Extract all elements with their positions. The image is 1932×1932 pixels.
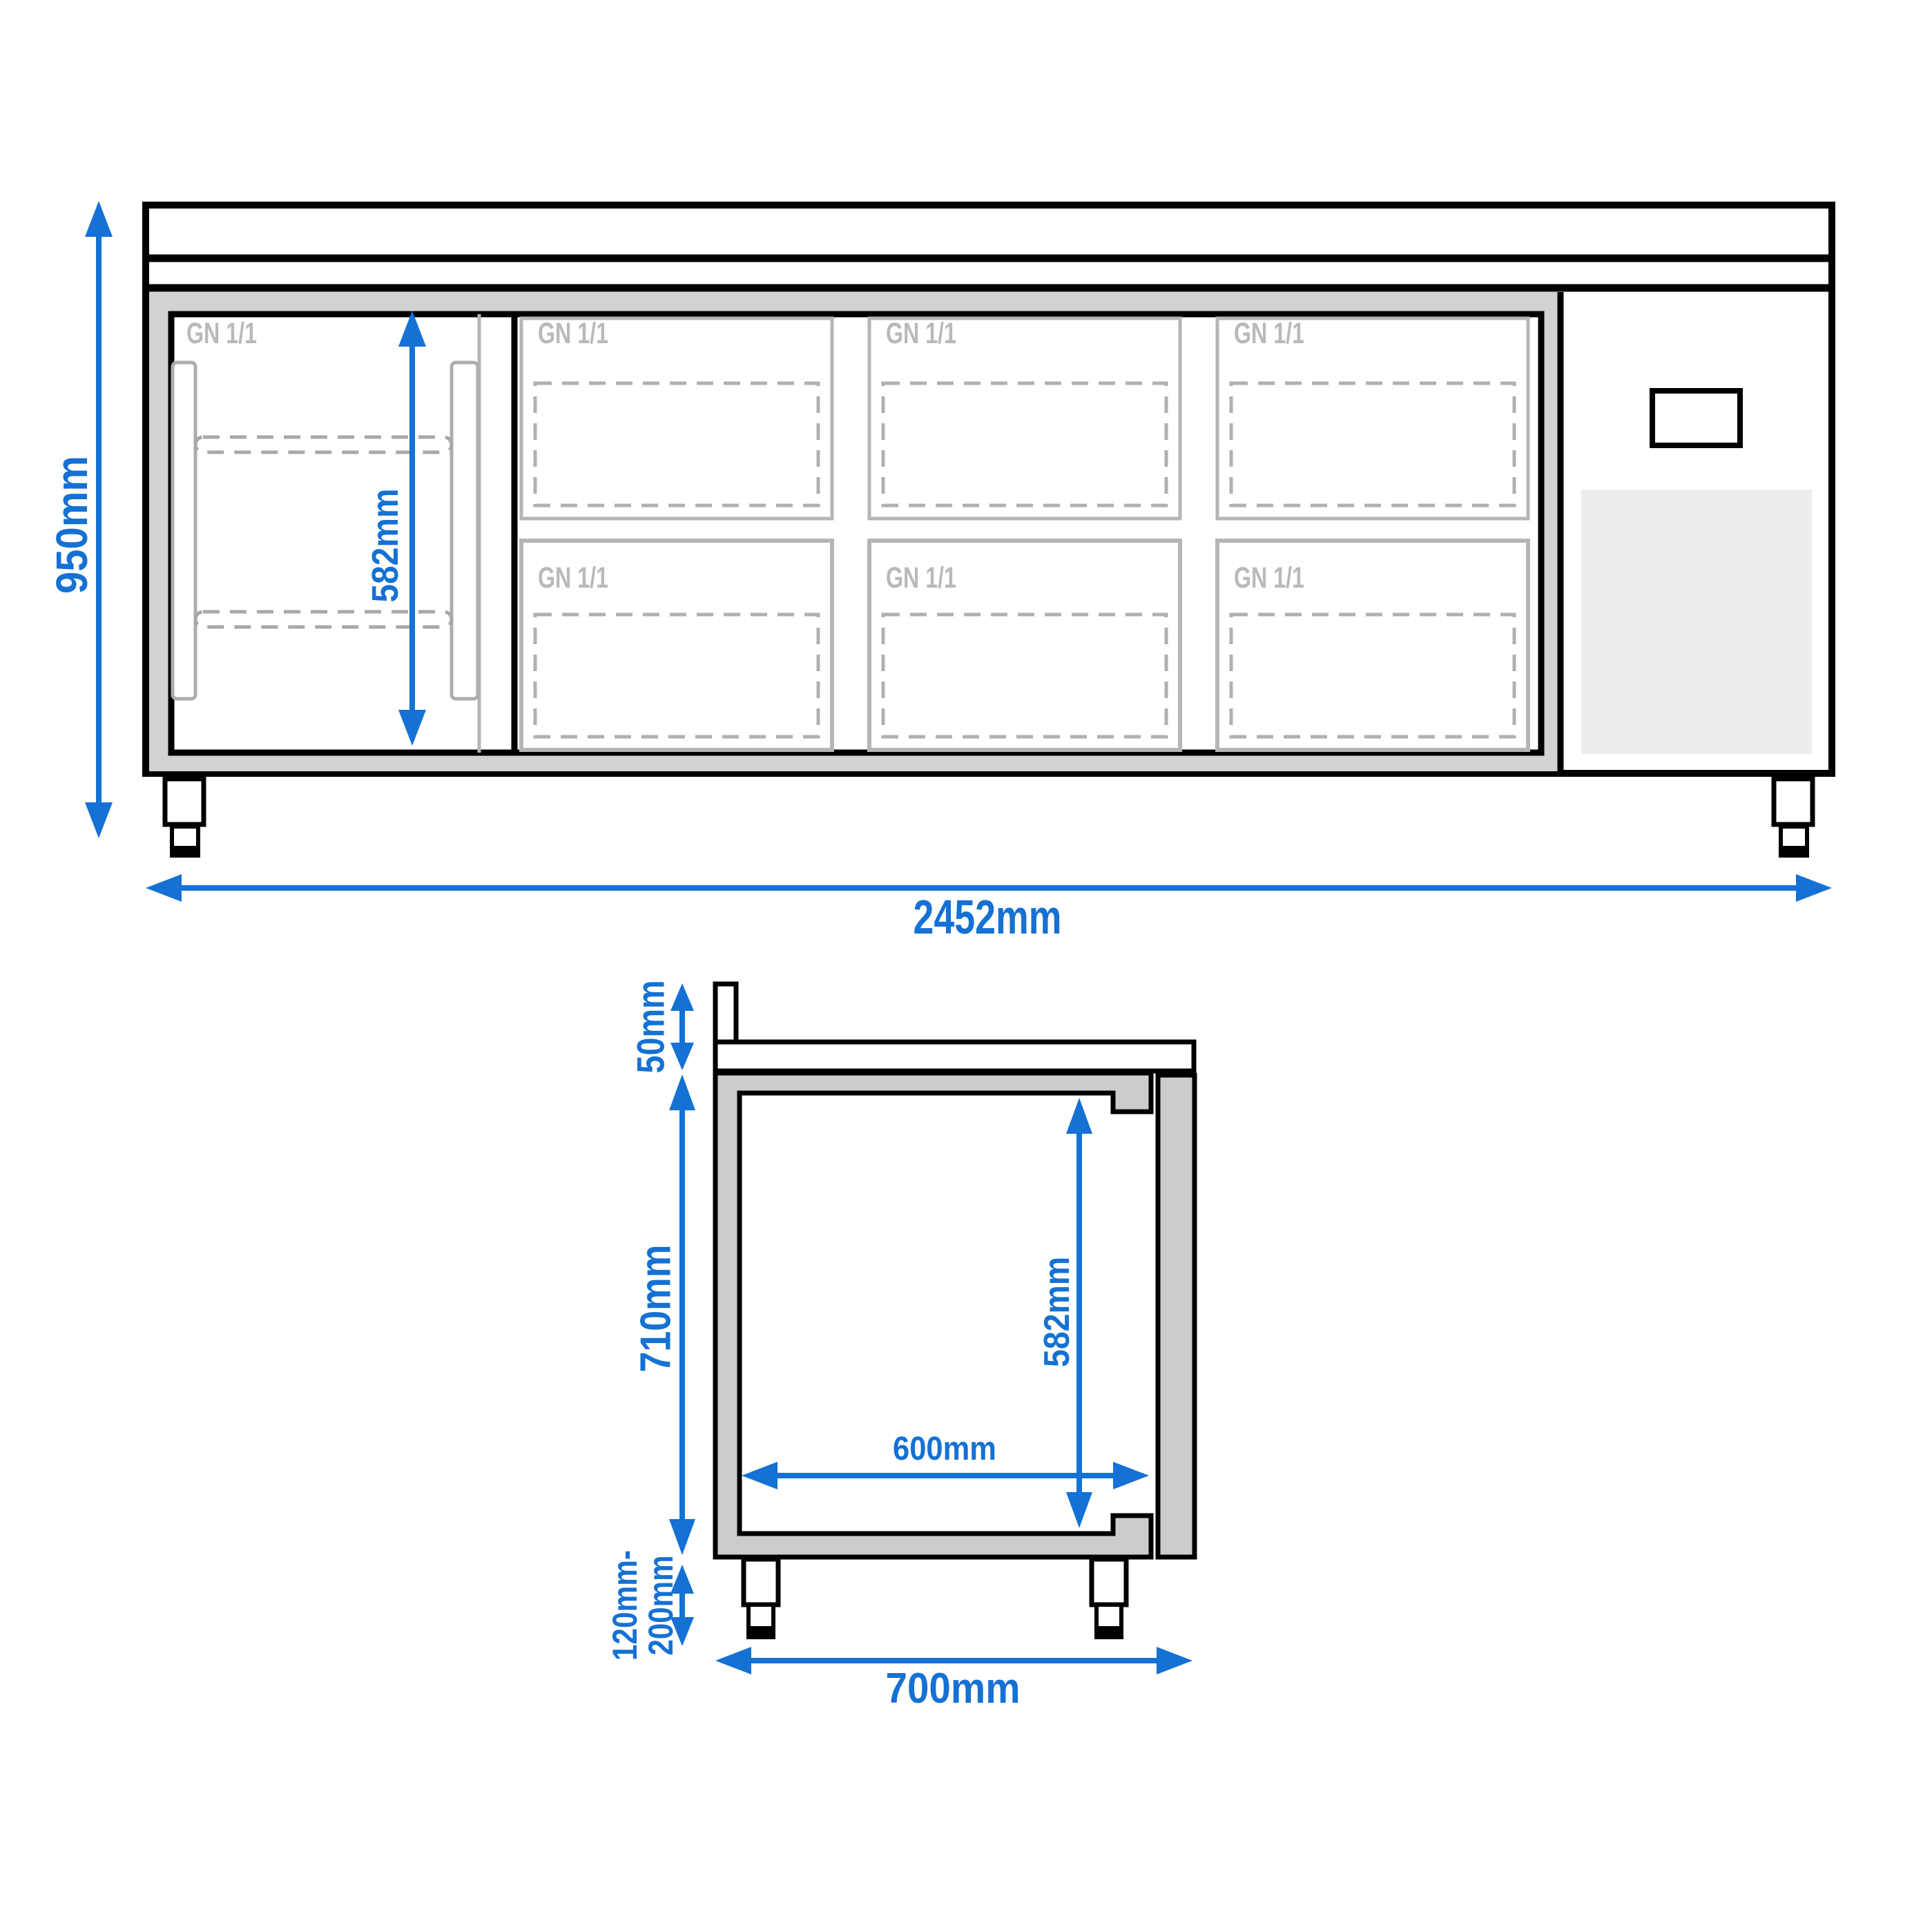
drawer-column-3: GN 1/1 GN 1/1 xyxy=(1215,316,1530,752)
dimension-label-line1: 120mm- xyxy=(606,1550,644,1661)
side-foot-left xyxy=(741,1556,781,1639)
dimension-label: 582mm xyxy=(365,489,406,603)
arrowhead-left-icon xyxy=(146,874,182,902)
foot-cap xyxy=(170,848,200,858)
dimension-label: 710mm xyxy=(632,1245,680,1373)
side-body-section xyxy=(713,1070,1154,1560)
arrowhead-left-icon xyxy=(715,1647,751,1674)
side-upstand xyxy=(713,981,739,1045)
arrowhead-right-icon xyxy=(1796,874,1832,902)
drawer-front-bottom xyxy=(867,539,1182,752)
foot-lower xyxy=(746,1603,775,1630)
arrowhead-up-icon xyxy=(398,311,426,347)
drawer-column-2: GN 1/1 GN 1/1 xyxy=(867,316,1182,752)
drawer-column-1: GN 1/1 GN 1/1 xyxy=(519,316,834,752)
gn-pan-dashed-top xyxy=(881,381,1168,508)
gn-label-top-3: GN 1/1 xyxy=(1234,317,1304,350)
ventilation-grille xyxy=(1581,490,1812,754)
arrowhead-down-icon xyxy=(398,710,426,746)
arrowhead-down-icon xyxy=(670,1043,694,1070)
machine-compartment xyxy=(1581,388,1812,754)
foot-upper xyxy=(1089,1556,1129,1607)
shelf-dashed-lower xyxy=(193,610,454,629)
dimension-label: 700mm xyxy=(886,1665,1021,1712)
arrowhead-up-icon xyxy=(1066,1098,1092,1134)
drawer-front-bottom xyxy=(1215,539,1530,752)
arrowhead-right-icon xyxy=(1157,1647,1192,1674)
dimension-side-inner-depth: 600mm xyxy=(742,1431,1149,1489)
foot-cap xyxy=(1779,848,1809,858)
gn-label-door: GN 1/1 xyxy=(186,317,257,350)
foot-upper xyxy=(741,1556,781,1607)
foot-lower xyxy=(170,824,200,850)
foot-upper xyxy=(162,776,206,827)
control-switch-box xyxy=(1650,388,1743,448)
arrowhead-down-icon xyxy=(85,802,113,838)
arrowhead-up-icon xyxy=(669,1074,695,1110)
gn-pan-dashed-top xyxy=(533,381,820,508)
dimension-label: 950mm xyxy=(47,456,97,594)
gn-label-bottom-2: GN 1/1 xyxy=(886,561,956,595)
drawer-front-top xyxy=(1215,316,1530,521)
arrowhead-up-icon xyxy=(670,1565,694,1594)
drawer-front-top xyxy=(519,316,834,521)
front-view: GN 1/1 GN 1/1 GN 1/1 GN 1/1 GN 1/1 GN xyxy=(47,201,1835,944)
front-foot-left xyxy=(162,776,206,858)
gn-pan-dashed-bottom xyxy=(881,612,1168,739)
arrowhead-up-icon xyxy=(670,983,694,1011)
door-hinge-profile-left xyxy=(171,360,197,701)
arrowhead-down-icon xyxy=(1066,1492,1092,1528)
dimension-side-depth: 700mm xyxy=(715,1647,1192,1712)
foot-lower xyxy=(1779,824,1809,850)
front-foot-right xyxy=(1771,776,1815,858)
gn-pan-dashed-top xyxy=(1229,381,1516,508)
side-view: 50mm 710mm 120mm- 200mm 600mm xyxy=(606,981,1197,1712)
arrowhead-left-icon xyxy=(742,1462,777,1489)
dimension-side-foot-height: 120mm- 200mm xyxy=(606,1550,694,1661)
door-compartment: GN 1/1 xyxy=(171,314,518,753)
foot-lower xyxy=(1094,1603,1123,1630)
gn-label-bottom-1: GN 1/1 xyxy=(538,561,608,595)
dimension-front-width: 2452mm xyxy=(146,874,1832,944)
arrowhead-right-icon xyxy=(1113,1462,1149,1489)
dimension-front-inner-height: 582mm xyxy=(365,311,426,746)
dimension-label-line2: 200mm xyxy=(641,1556,680,1656)
side-foot-right xyxy=(1089,1556,1129,1639)
dimension-side-worktop: 50mm xyxy=(629,981,694,1074)
door-handle-profile-right xyxy=(450,360,480,701)
gn-label-top-2: GN 1/1 xyxy=(886,317,956,350)
foot-cap xyxy=(1094,1628,1123,1639)
foot-upper xyxy=(1771,776,1815,827)
shelf-dashed-upper xyxy=(193,435,454,454)
arrowhead-up-icon xyxy=(85,201,113,237)
dimension-front-height: 950mm xyxy=(47,201,113,838)
dimension-label: 600mm xyxy=(893,1431,996,1467)
drawer-front-top xyxy=(867,316,1182,521)
side-worktop xyxy=(713,1039,1197,1074)
gn-pan-dashed-bottom xyxy=(1229,612,1516,739)
arrowhead-down-icon xyxy=(670,1617,694,1646)
foot-cap xyxy=(746,1628,775,1639)
arrowhead-down-icon xyxy=(669,1519,695,1555)
gn-label-bottom-3: GN 1/1 xyxy=(1234,561,1304,595)
gn-label-top-1: GN 1/1 xyxy=(538,317,608,350)
dimension-side-inner-height: 582mm xyxy=(1037,1098,1092,1528)
side-door-panel xyxy=(1155,1072,1197,1560)
drawer-front-bottom xyxy=(519,539,834,752)
dimension-label: 50mm xyxy=(629,981,673,1074)
dimension-label: 2452mm xyxy=(914,890,1062,944)
dimension-label: 582mm xyxy=(1037,1257,1077,1367)
dimension-side-body-height: 710mm xyxy=(632,1074,695,1555)
gn-pan-dashed-bottom xyxy=(533,612,820,739)
